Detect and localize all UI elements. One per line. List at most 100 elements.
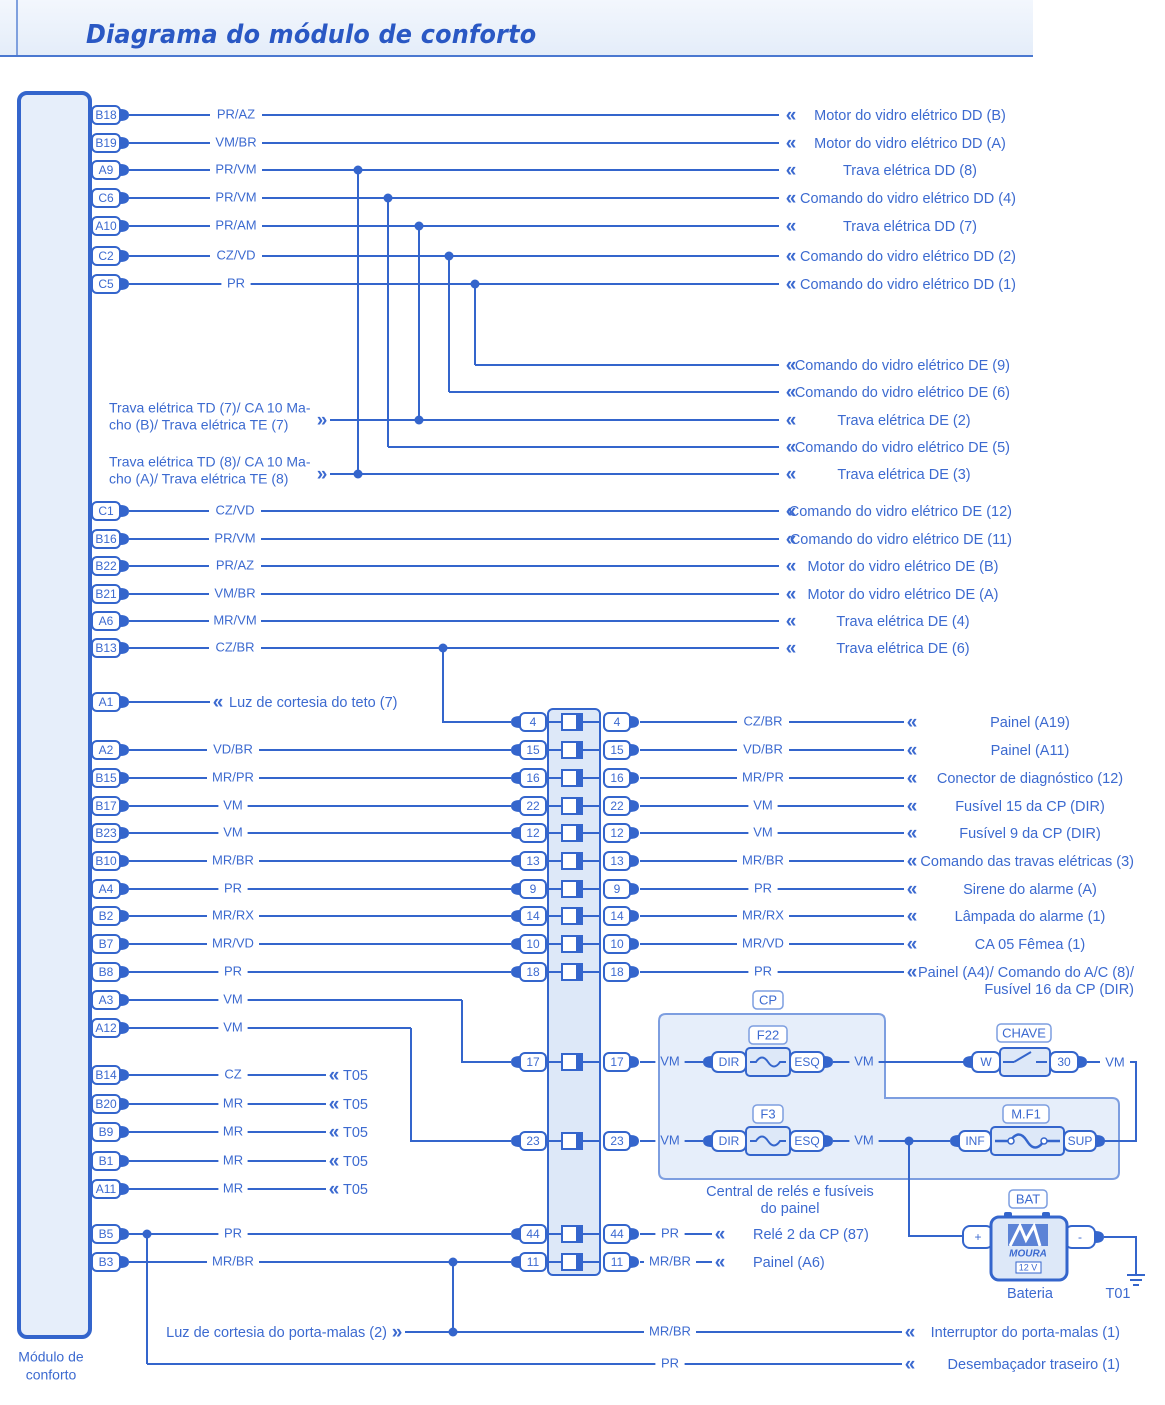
pin-plug-icon xyxy=(630,1135,639,1147)
wire-color-label: PR/AZ xyxy=(216,557,254,572)
pin-label: B14 xyxy=(95,1068,117,1082)
pin-plug-icon xyxy=(120,192,129,204)
connector-pin-label: 4 xyxy=(614,715,621,729)
connector-socket-shade xyxy=(576,908,582,924)
fuse-pin-label: DIR xyxy=(719,1055,740,1069)
pin-plug-icon xyxy=(511,772,520,784)
destination-label: Luz de cortesia do teto (7) xyxy=(229,695,397,711)
main-fuse-icon xyxy=(995,1133,1060,1149)
connector-pin-label: 18 xyxy=(610,965,624,979)
pin-plug-icon xyxy=(824,1056,833,1068)
pin-plug-icon xyxy=(120,1155,129,1167)
pin-plug-icon xyxy=(511,910,520,922)
battery-caption: Bateria xyxy=(1007,1286,1054,1302)
header-left-rule xyxy=(16,0,18,55)
connector-pin-label: 10 xyxy=(526,937,540,951)
wire-color-label: MR/PR xyxy=(212,769,254,784)
connector-arrow-icon: « xyxy=(907,740,918,761)
pin-label: C6 xyxy=(98,191,114,205)
pin-plug-icon xyxy=(630,855,639,867)
connector-arrow-icon: « xyxy=(786,584,797,605)
connector-arrow-icon: « xyxy=(329,1122,340,1143)
battery-voltage-box xyxy=(1015,1261,1042,1274)
pin-label: C1 xyxy=(98,504,114,518)
connector-arrow-icon: « xyxy=(907,906,918,927)
pin-plug-icon xyxy=(511,966,520,978)
connector-pin-label: 22 xyxy=(610,799,624,813)
chave-body xyxy=(999,1047,1051,1077)
b13-to-connector xyxy=(442,648,511,723)
connector-arrow-icon: « xyxy=(905,1354,916,1375)
pin-plug-icon xyxy=(120,772,129,784)
module-caption: Módulo de xyxy=(18,1349,84,1365)
connector-pin-label: 44 xyxy=(610,1227,624,1241)
pin-label: B15 xyxy=(95,771,117,785)
pin-plug-icon xyxy=(120,560,129,572)
wire-color-label: CZ/BR xyxy=(744,713,783,728)
connector-pin-label: 44 xyxy=(526,1227,540,1241)
connector-pin-label: 9 xyxy=(530,882,537,896)
connector-socket-shade xyxy=(576,936,582,952)
pin-plug-icon xyxy=(120,137,129,149)
pin-plug-icon xyxy=(120,1183,129,1195)
pin-plug-icon xyxy=(120,696,129,708)
connector-socket-shade xyxy=(576,964,582,980)
destination-label: Trava elétrica DE (4) xyxy=(836,614,969,630)
destination-label: Comando do vidro elétrico DE (12) xyxy=(789,504,1012,520)
pin-plug-icon xyxy=(1078,1056,1087,1068)
destination-label: Motor do vidro elétrico DD (A) xyxy=(814,136,1006,152)
pin-plug-icon xyxy=(511,1135,520,1147)
pin-label: C5 xyxy=(98,277,114,291)
connector-pin-label: 15 xyxy=(526,743,540,757)
pin-label: B21 xyxy=(95,587,117,601)
cp-caption: Central de relés e fusíveis xyxy=(706,1184,874,1200)
wire-color-label: VM xyxy=(753,824,773,839)
fuse-terminal xyxy=(1007,1137,1015,1145)
destination-label: Painel (A11) xyxy=(991,743,1070,759)
source-label: Trava elétrica TD (8)/ CA 10 Ma- xyxy=(109,454,311,470)
fuse-icon xyxy=(750,1056,786,1068)
pin-plug-icon xyxy=(630,827,639,839)
ground-point-label: T05 xyxy=(343,1182,368,1198)
destination-label: Motor do vidro elétrico DE (A) xyxy=(808,587,999,603)
pin-label: B17 xyxy=(95,799,117,813)
connector-pin-label: 12 xyxy=(526,826,540,840)
pin-label: B22 xyxy=(95,559,117,573)
pin-label: A6 xyxy=(99,614,114,628)
wire-color-label: PR xyxy=(754,880,772,895)
source-label: cho (B)/ Trava elétrica TE (7) xyxy=(109,417,288,433)
destination-label: Painel (A19) xyxy=(990,715,1070,731)
wire-color-label: MR xyxy=(223,1152,243,1167)
connector-pin-label: 11 xyxy=(527,1255,540,1269)
connector-pin-label: 13 xyxy=(526,854,540,868)
f22-tag xyxy=(748,1025,788,1045)
connector-socket-shade xyxy=(576,853,582,869)
destination-label: Fusível 15 da CP (DIR) xyxy=(955,799,1105,815)
pin-plug-icon xyxy=(1096,1135,1105,1147)
connector-socket-shade xyxy=(576,1254,582,1270)
wire-color-label: VM xyxy=(854,1053,874,1068)
wire-color-label: PR/VM xyxy=(215,189,256,204)
connector-arrow-icon: « xyxy=(786,638,797,659)
junction-dot xyxy=(353,469,363,479)
destination-label: Conector de diagnóstico (12) xyxy=(937,771,1123,787)
a12-route xyxy=(410,1028,511,1142)
pin-plug-icon xyxy=(511,938,520,950)
connector-pin-label: 23 xyxy=(526,1134,540,1148)
connector-pin-label: 12 xyxy=(610,826,624,840)
pin-plug-icon xyxy=(120,1256,129,1268)
a3-route xyxy=(461,1000,511,1063)
pin-plug-icon xyxy=(120,615,129,627)
wire-color-label: MR/BR xyxy=(212,1253,254,1268)
pin-plug-icon xyxy=(120,827,129,839)
connector-arrow-icon: « xyxy=(786,464,797,485)
comfort-module-body xyxy=(17,91,92,1339)
wire-color-label: MR/BR xyxy=(649,1323,691,1338)
pin-plug-icon xyxy=(1095,1231,1104,1243)
ground-label: T01 xyxy=(1106,1286,1131,1302)
source-label: Luz de cortesia do porta-malas (2) xyxy=(166,1325,387,1341)
pin-plug-icon xyxy=(630,938,639,950)
connector-arrow-icon: « xyxy=(786,529,797,550)
pin-plug-icon xyxy=(511,827,520,839)
chave-pin-label: 30 xyxy=(1057,1055,1071,1069)
